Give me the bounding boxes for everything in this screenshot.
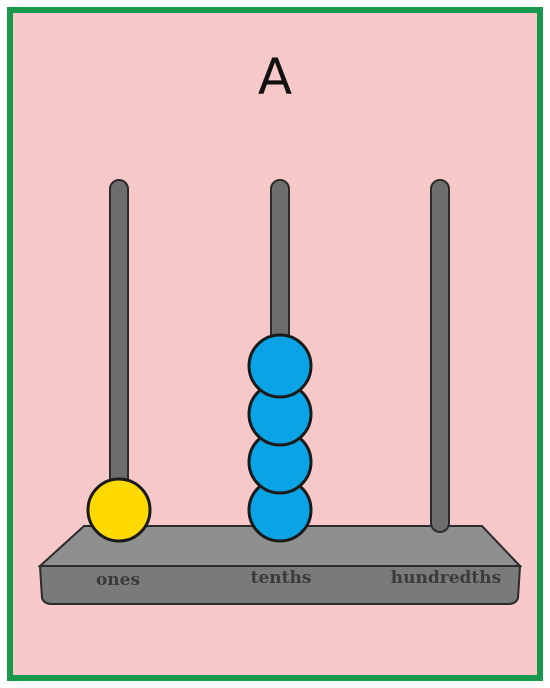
label-hundredths: hundredths — [391, 568, 501, 588]
bead-ones-1 — [86, 477, 152, 543]
bead-tenths-4 — [247, 333, 313, 399]
rod-hundredths — [430, 179, 450, 533]
abacus-base-front — [38, 565, 522, 605]
label-ones: ones — [96, 570, 140, 590]
card-label: A — [257, 48, 293, 106]
beads-group — [86, 333, 313, 543]
abacus-base-top — [37, 525, 523, 567]
label-tenths: tenths — [251, 568, 312, 588]
